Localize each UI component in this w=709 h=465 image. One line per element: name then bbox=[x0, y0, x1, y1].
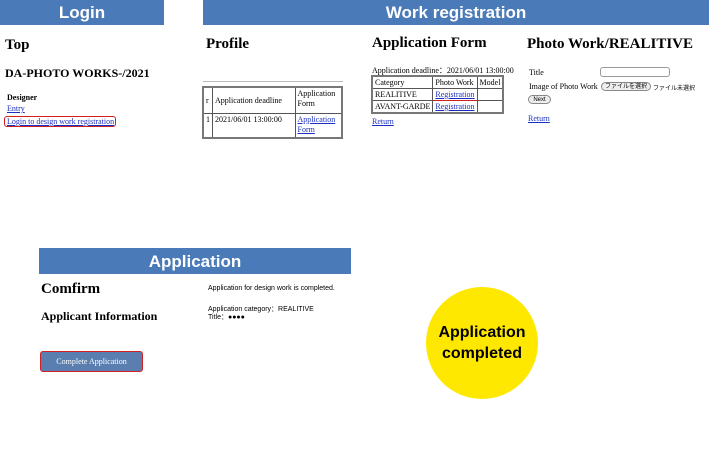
choose-file-button[interactable]: ファイルを選択 bbox=[601, 82, 651, 91]
form-header: Application Form bbox=[294, 86, 343, 114]
designer-section-label: Designer bbox=[7, 93, 38, 102]
profile-table-wrap: r Application deadline Application Form … bbox=[202, 86, 343, 139]
model-header: Model bbox=[476, 75, 504, 89]
completed-message: Application for design work is completed… bbox=[208, 285, 335, 292]
registration-cell: Registration bbox=[432, 100, 478, 114]
title-message: Title：●●●● bbox=[208, 314, 245, 321]
photo-work-header: Photo Work bbox=[432, 75, 478, 89]
form-link-cell: Application Form bbox=[294, 113, 343, 138]
applicant-info-heading: Applicant Information bbox=[41, 309, 158, 323]
category-message: Application category：REALITIVE bbox=[208, 306, 314, 313]
application-banner: Application bbox=[39, 248, 351, 274]
complete-application-button[interactable]: Complete Application bbox=[40, 351, 143, 372]
application-form-link[interactable]: Application Form bbox=[297, 115, 336, 134]
entry-link[interactable]: Entry bbox=[7, 104, 25, 113]
cut-cell: 1 bbox=[203, 113, 213, 138]
login-link-highlight: Login to design work registration bbox=[4, 116, 116, 127]
registration-cell: Registration bbox=[432, 88, 478, 101]
application-completed-badge: Application completed bbox=[426, 287, 538, 399]
form-return-link[interactable]: Return bbox=[372, 117, 394, 126]
category-table: Category Photo Work Model REALITIVE Regi… bbox=[371, 75, 505, 114]
file-status-text: ファイル未選択 bbox=[653, 86, 696, 92]
photo-work-title: Photo Work/REALITIVE bbox=[527, 36, 694, 52]
registration-link-avant-garde[interactable]: Registration bbox=[435, 102, 475, 111]
confirm-title: Comfirm bbox=[41, 281, 101, 297]
login-banner: Login bbox=[0, 0, 164, 25]
site-subtitle: DA-PHOTO WORKS-/2021 bbox=[5, 66, 150, 80]
application-deadline-text: Application deadline：2021/06/01 13:00:00 bbox=[372, 66, 514, 75]
profile-title: Profile bbox=[206, 36, 250, 52]
cut-cell: r bbox=[203, 86, 213, 114]
profile-table: r Application deadline Application Form … bbox=[202, 86, 343, 139]
deadline-value: 2021/06/01 13:00:00 bbox=[212, 113, 296, 138]
category-table-wrap: Category Photo Work Model REALITIVE Regi… bbox=[371, 75, 505, 114]
badge-line-2: completed bbox=[441, 345, 522, 362]
top-page-title: Top bbox=[5, 37, 30, 53]
photo-return-link[interactable]: Return bbox=[528, 114, 550, 123]
registration-link-realitive[interactable]: Registration bbox=[435, 90, 475, 99]
category-header: Category bbox=[371, 75, 434, 89]
image-field-label: Image of Photo Work bbox=[529, 82, 598, 91]
next-button[interactable]: Next bbox=[528, 95, 551, 104]
application-form-title: Application Form bbox=[372, 35, 487, 51]
model-cell bbox=[476, 88, 504, 101]
login-to-work-registration-link[interactable]: Login to design work registration bbox=[7, 117, 115, 126]
model-cell bbox=[476, 100, 504, 114]
title-field-label: Title bbox=[529, 68, 544, 77]
profile-divider bbox=[203, 81, 343, 82]
category-cell: REALITIVE bbox=[371, 88, 434, 101]
category-cell: AVANT-GARDE bbox=[371, 100, 434, 114]
title-input[interactable] bbox=[600, 67, 670, 77]
badge-line-1: Application bbox=[438, 324, 526, 341]
work-registration-banner: Work registration bbox=[203, 0, 709, 25]
deadline-header: Application deadline bbox=[212, 86, 296, 114]
